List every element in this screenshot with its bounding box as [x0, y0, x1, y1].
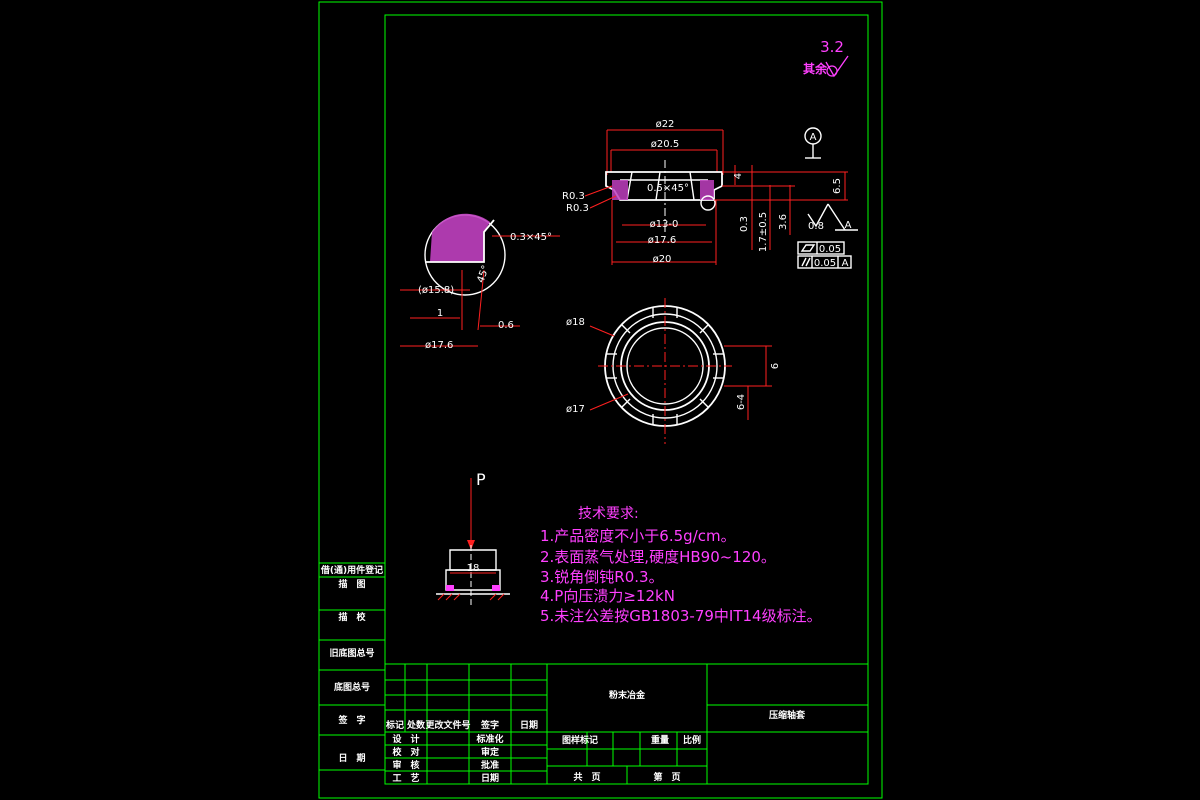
dim-d22: ø22 [656, 119, 675, 130]
rev-header-5: 日期 [520, 719, 538, 731]
side-block: 借(通)用件登记 描 图 描 校 旧底图总号 底图总号 签 字 日 期 [318, 562, 386, 771]
mid-row-1: 标准化 [475, 733, 503, 745]
dim-d20: ø20 [653, 254, 672, 265]
roughness-label: 其余 [803, 61, 828, 76]
mid-row-2: 审定 [481, 746, 500, 758]
detail-d15-8: (ø15.8) [418, 285, 454, 296]
rev-header-4: 签字 [480, 719, 499, 731]
center-title: 粉末冶金 [609, 689, 646, 701]
side-cell-7: 日 期 [338, 752, 365, 764]
side-cell-2: 描 图 [338, 578, 365, 590]
weight-label: 重量 [651, 734, 669, 746]
dim-h3-6: 3.6 [778, 214, 789, 230]
top-c6-4: 6-4 [736, 394, 747, 410]
top-d17: ø17 [566, 404, 585, 415]
parallel-icon [801, 257, 811, 267]
mid-row-4: 日期 [481, 772, 499, 784]
detail-d17-6: ø17.6 [425, 340, 453, 351]
left-row-2: 校 对 [392, 746, 419, 758]
scale-label: 比例 [683, 734, 701, 746]
technical-notes: 技术要求: 1.产品密度不小于6.5g/cm。 2.表面蒸气处理,硬度HB90~… [540, 506, 822, 625]
detail-0-6: 0.6 [498, 320, 514, 331]
roughness-value: 3.2 [820, 38, 844, 56]
part-name: 压缩轴套 [769, 709, 806, 721]
surface-finish-icon [807, 203, 829, 228]
dim-chamfer: 0.5×45° [647, 183, 689, 194]
notes-title: 技术要求: [578, 506, 639, 522]
dim-r1: R0.3 [562, 191, 585, 202]
note-5: 5.未注公差按GB1803-79中IT14级标注。 [540, 607, 822, 625]
flatness-icon [800, 244, 816, 252]
left-row-4: 工 艺 [392, 772, 419, 784]
dim-d13: ø13-0 [650, 219, 679, 230]
top-view: ø18 ø17 6 6-4 [566, 298, 781, 444]
side-cell-6: 签 字 [337, 714, 365, 726]
detail-1: 1 [437, 308, 443, 319]
tol-flatness: 0.05 [819, 244, 841, 255]
detail-chamfer: 0.3×45° [510, 232, 552, 243]
dim-d20-5: ø20.5 [651, 139, 679, 150]
note-4: 4.P向压溃力≥12kN [540, 587, 675, 605]
dim-ra: 0.8 [808, 221, 824, 232]
top-d18: ø18 [566, 317, 585, 328]
section-view: ø22 ø20.5 0.5×45° R0.3 R0.3 ø13-0 ø17.6 … [562, 119, 858, 269]
detail-view: 0.3×45° (ø15.8) 45° 1 0.6 ø17.6 [400, 213, 560, 351]
side-cell-3: 描 校 [338, 611, 366, 623]
dim-d17-6: ø17.6 [648, 235, 676, 246]
tol-parallel: 0.05 [814, 258, 836, 269]
stage-label: 图样标记 [562, 734, 598, 746]
top-c6: 6 [770, 363, 781, 369]
page-number: 第 页 [653, 771, 680, 783]
load-label: P [476, 470, 486, 489]
rev-header-1: 标记 [385, 719, 404, 731]
tol-parallel-ref: A [842, 258, 849, 269]
dim-r2: R0.3 [566, 203, 589, 214]
left-row-1: 设 计 [392, 733, 419, 745]
note-2: 2.表面蒸气处理,硬度HB90~120。 [540, 548, 776, 566]
title-block: 粉末冶金 压缩轴套 标记 处数 更改文件号 签字 日期 设 计 校 对 审 核 … [384, 663, 869, 785]
detail-45: 45° [475, 264, 491, 284]
load-sketch: P 18 [436, 470, 510, 605]
mid-row-3: 批准 [481, 759, 499, 771]
datum-symbol: A [804, 127, 822, 159]
side-cell-5: 底图总号 [334, 681, 370, 693]
roughness-symbol: 3.2 其余 [803, 38, 849, 78]
dim-ra-ref: A [845, 220, 852, 231]
load-width: 18 [467, 563, 480, 574]
dim-h6-5: 6.5 [832, 178, 843, 194]
side-cell-4: 旧底图总号 [329, 647, 374, 659]
dim-h1-7: 1.7±0.5 [758, 212, 769, 252]
left-row-3: 审 核 [392, 759, 419, 771]
dim-h4: 4 [733, 173, 744, 179]
rev-header-2: 处数 [406, 719, 426, 731]
dim-h0-3: 0.3 [739, 216, 750, 232]
datum-label: A [810, 132, 817, 143]
hatch-right [700, 180, 714, 200]
hatch-left [612, 180, 628, 200]
rev-header-3: 更改文件号 [425, 719, 470, 731]
total-pages: 共 页 [573, 771, 600, 783]
note-1: 1.产品密度不小于6.5g/cm。 [540, 527, 736, 545]
note-3: 3.锐角倒钝R0.3。 [540, 568, 664, 586]
outer-frame [318, 1, 883, 799]
side-cell-1: 借(通)用件登记 [320, 564, 383, 576]
